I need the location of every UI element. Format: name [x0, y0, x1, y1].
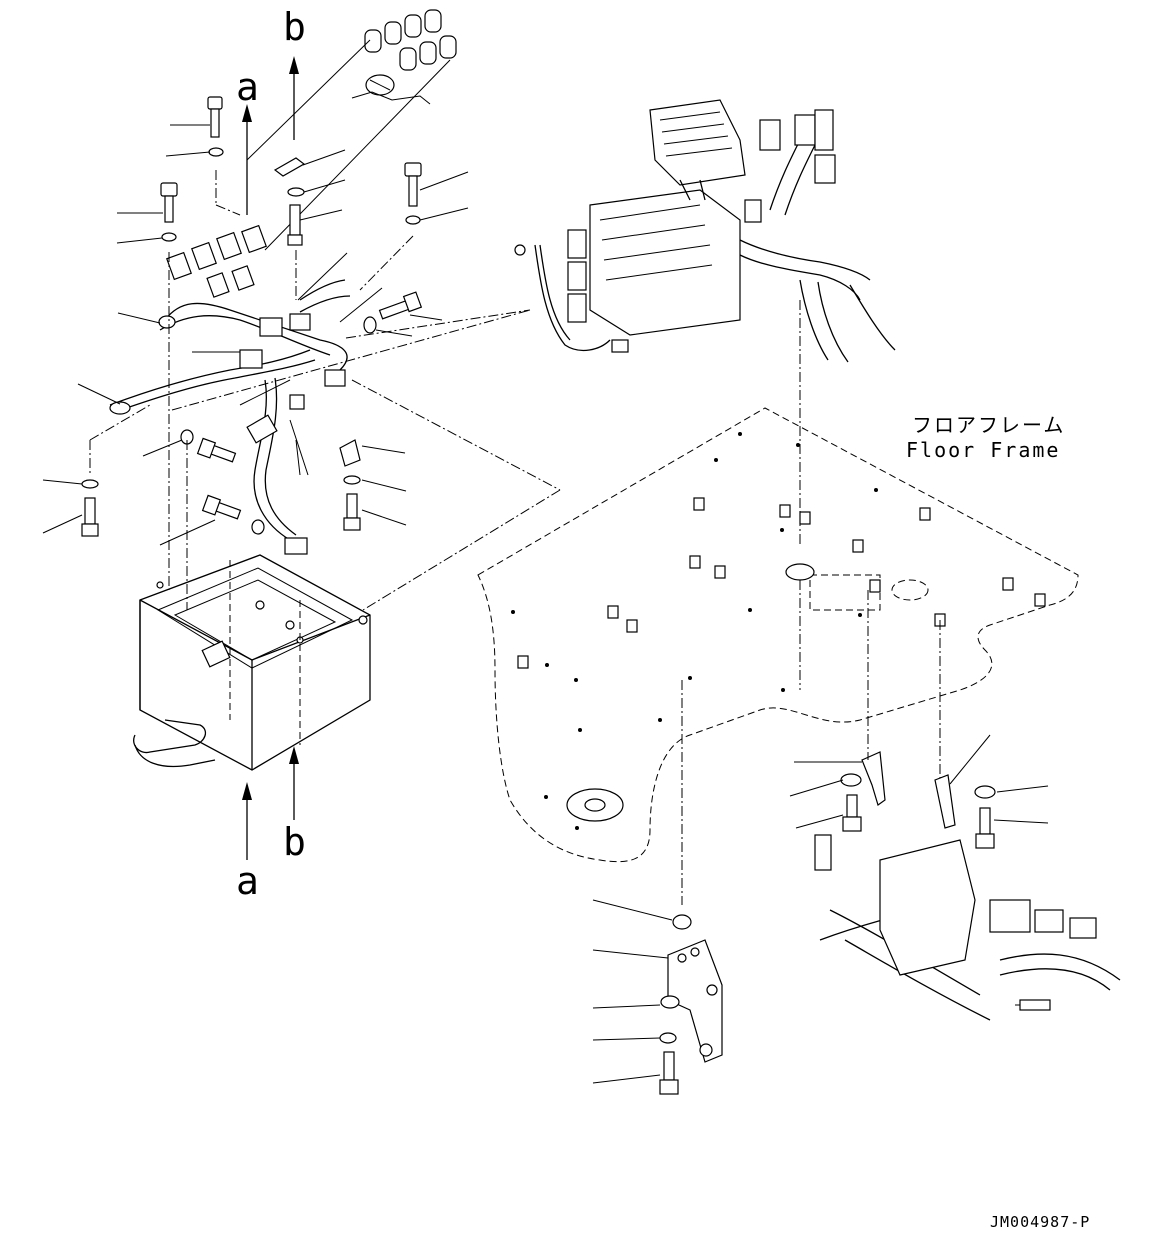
arrow-b-bottom-label: b	[283, 820, 306, 864]
floor-frame-label-en: Floor Frame	[906, 438, 1060, 462]
arrow-b-top-label: b	[283, 5, 306, 49]
lower-right-assembly	[789, 580, 1121, 1021]
lower-bracket	[592, 899, 723, 1095]
drawing-code: JM004987-P	[990, 1213, 1090, 1231]
wiring-harness	[109, 224, 351, 555]
arrow-a-top: a	[236, 65, 259, 215]
arrow-a-bottom-label: a	[236, 859, 259, 903]
arrow-a-bottom: a	[236, 782, 259, 903]
arrow-a-top-label: a	[236, 65, 259, 109]
bolts-left	[81, 96, 423, 537]
alignment-lines	[89, 170, 801, 905]
arrow-b-bottom: b	[283, 746, 306, 864]
fuse-relay-assembly	[514, 99, 896, 363]
control-box	[133, 554, 371, 771]
inset-relay-cluster	[246, 9, 457, 251]
floor-frame-label-jp: フロアフレーム	[912, 413, 1065, 437]
leader-lines-left	[42, 124, 469, 546]
arrow-b-top: b	[283, 5, 306, 140]
